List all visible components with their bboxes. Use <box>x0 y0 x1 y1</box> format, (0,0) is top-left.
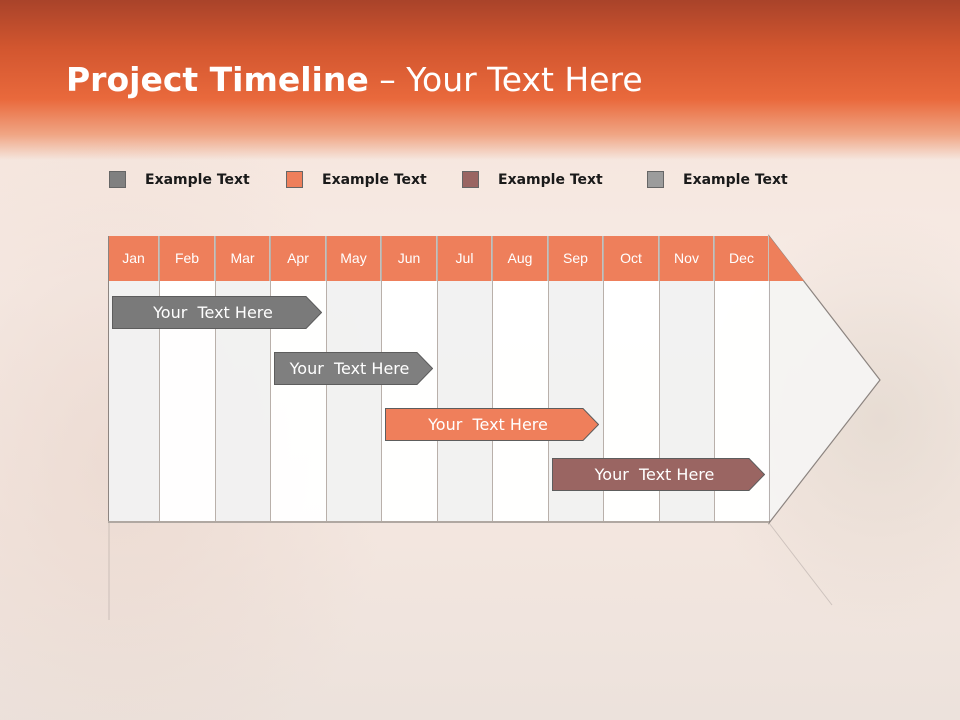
month-header: Jul <box>438 236 492 281</box>
timeline-bottom-border <box>108 521 769 523</box>
legend-swatch <box>647 171 664 188</box>
month-column: Mar <box>215 236 270 523</box>
month-column: Jul <box>437 236 492 523</box>
timeline-left-border <box>108 236 109 523</box>
legend-label: Example Text <box>683 172 788 188</box>
legend-swatch <box>286 171 303 188</box>
task-bar[interactable]: Your Text Here <box>274 352 433 385</box>
task-label: Your Text Here <box>428 415 548 434</box>
task-arrow-shape <box>274 352 433 385</box>
task-arrow-shape <box>552 458 765 491</box>
title-bold: Project Timeline <box>66 60 369 99</box>
month-header: May <box>327 236 381 281</box>
task-arrow <box>385 408 599 441</box>
legend-label: Example Text <box>145 172 250 188</box>
task-arrow-shape <box>112 296 322 329</box>
legend-swatch <box>462 171 479 188</box>
month-header: Oct <box>604 236 659 281</box>
timeline-reflection <box>768 522 833 606</box>
task-label: Your Text Here <box>594 465 715 484</box>
legend-label: Example Text <box>498 172 603 188</box>
task-bar[interactable]: Your Text Here <box>112 296 322 329</box>
task-arrow-shape <box>385 408 599 441</box>
task-bar[interactable]: Your Text Here <box>552 458 765 491</box>
month-header: Aug <box>493 236 548 281</box>
month-header: Dec <box>715 236 769 281</box>
month-header: Sep <box>549 236 603 281</box>
month-header: Nov <box>660 236 714 281</box>
month-column: Feb <box>159 236 215 523</box>
month-header: Jan <box>109 236 159 281</box>
timeline-arrow-shape <box>768 234 881 525</box>
task-label: Your Text Here <box>289 359 410 378</box>
title-rest: – Your Text Here <box>368 60 643 99</box>
month-header: Apr <box>271 236 326 281</box>
task-label: Your Text Here <box>153 303 273 322</box>
task-arrow <box>274 352 433 385</box>
task-arrow <box>552 458 765 491</box>
legend-swatch <box>109 171 126 188</box>
month-header: Mar <box>216 236 270 281</box>
timeline-arrow-tip <box>769 236 804 281</box>
task-bar[interactable]: Your Text Here <box>385 408 599 441</box>
month-header: Feb <box>160 236 215 281</box>
task-arrow <box>112 296 322 329</box>
month-header: Jun <box>382 236 437 281</box>
month-column: Jan <box>108 236 159 523</box>
legend-label: Example Text <box>322 172 427 188</box>
page-title: Project Timeline – Your Text Here <box>66 60 643 99</box>
month-column: Aug <box>492 236 548 523</box>
header-band <box>0 0 960 160</box>
